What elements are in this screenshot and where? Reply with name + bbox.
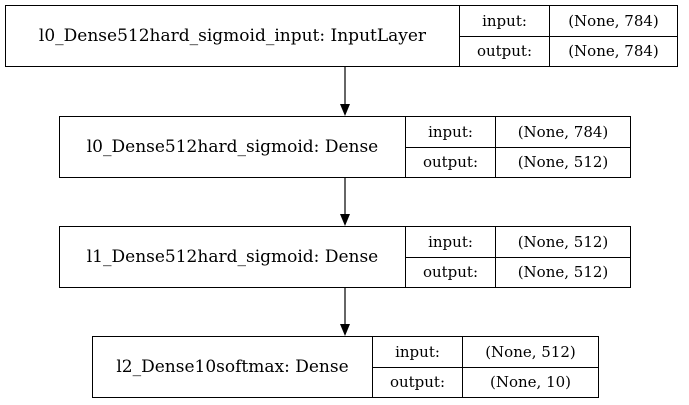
input-label: input:: [406, 227, 496, 257]
output-label: output:: [373, 367, 463, 397]
node-name: l0_Dense512hard_sigmoid: Dense: [60, 117, 406, 177]
output-label: output:: [406, 257, 496, 287]
node-name: l2_Dense10softmax: Dense: [93, 337, 373, 397]
node-dense-l0: l0_Dense512hard_sigmoid: Dense input: (N…: [59, 116, 631, 178]
output-shape: (None, 512): [517, 153, 609, 172]
edge-1-2: [340, 178, 350, 226]
input-label: input:: [406, 117, 496, 147]
node-name: l1_Dense512hard_sigmoid: Dense: [60, 227, 406, 287]
output-shape: (None, 512): [517, 263, 609, 282]
output-label: output:: [460, 36, 550, 66]
node-name: l0_Dense512hard_sigmoid_input: InputLaye…: [6, 6, 460, 66]
output-shape: (None, 784): [568, 42, 659, 61]
node-dense-l1: l1_Dense512hard_sigmoid: Dense input: (N…: [59, 226, 631, 288]
input-label: input:: [460, 6, 550, 36]
input-shape: (None, 512): [517, 232, 609, 251]
input-shape: (None, 784): [517, 122, 609, 141]
input-shape: (None, 784): [568, 11, 659, 30]
edge-2-3: [340, 288, 350, 336]
input-label: input:: [373, 337, 463, 367]
input-shape: (None, 512): [485, 342, 576, 361]
node-dense-l2: l2_Dense10softmax: Dense input: (None, 5…: [92, 336, 599, 398]
edge-0-1: [340, 67, 350, 116]
output-shape: (None, 10): [489, 373, 572, 392]
node-input-layer: l0_Dense512hard_sigmoid_input: InputLaye…: [5, 5, 678, 67]
output-label: output:: [406, 147, 496, 177]
